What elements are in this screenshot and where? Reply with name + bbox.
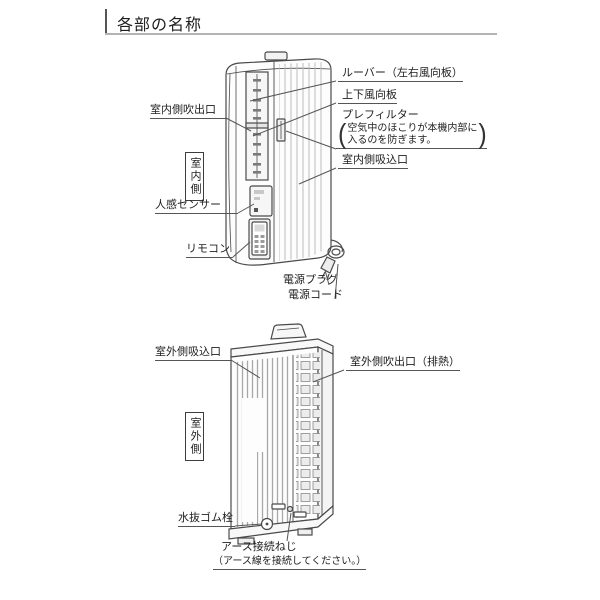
label-sensor: 人感センサー — [155, 199, 238, 214]
remote-control-illustration — [248, 218, 271, 260]
label-indoor-inlet: 室内側吸込口 — [338, 154, 408, 169]
label-updown-vane: 上下風向板 — [338, 89, 397, 104]
indoor-sensor-panel — [249, 185, 273, 217]
outdoor-outlet-vents — [296, 352, 320, 518]
outdoor-unit-illustration — [228, 323, 334, 545]
label-power-cord: 電源コード — [288, 289, 343, 301]
label-outdoor-inlet: 室外側吸込口 — [155, 346, 231, 361]
prefilter-paren-open: ( — [338, 118, 347, 150]
label-prefilter-group: プレフィルター ( 空気中のほこりが本機内部に 入るのを防ぎます。 ) — [336, 109, 487, 149]
indoor-top-handle — [264, 51, 288, 61]
outdoor-top-handle — [270, 323, 307, 340]
power-cord-illustration — [320, 239, 345, 281]
label-remote: リモコン — [186, 243, 233, 258]
page-title: 各部の名称 — [117, 17, 203, 34]
label-power-plug: 電源プラグ — [283, 274, 338, 286]
indoor-louver — [245, 71, 269, 181]
leader-lines — [225, 80, 345, 542]
title-accent-bar — [105, 9, 107, 33]
earth-screw-illustration — [286, 505, 294, 513]
outdoor-side-tag: 室外側 — [185, 412, 204, 461]
label-drain-plug: 水抜ゴム栓 — [178, 512, 235, 527]
indoor-side-tag: 室内側 — [185, 152, 204, 201]
label-earth-note: （アース線を接続してください。） — [213, 556, 367, 570]
prefilter-note-line1: 空気中のほこりが本機内部に — [347, 122, 478, 134]
indoor-unit-illustration — [225, 51, 345, 281]
label-indoor-outlet: 室内側吹出口 — [150, 104, 226, 119]
label-prefilter: プレフィルター — [342, 109, 419, 121]
label-outdoor-outlet: 室外側吹出口（排熱） — [346, 356, 460, 371]
label-earth-screw: アース接続ねじ — [221, 541, 297, 553]
prefilter-paren-close: ) — [478, 118, 487, 150]
title-rule — [105, 33, 497, 35]
label-louver: ルーバー（左右風向板） — [338, 67, 463, 82]
prefilter-note-line2: 入るのを防ぎます。 — [347, 134, 437, 146]
prefilter-note: ( 空気中のほこりが本機内部に 入るのを防ぎます。 ) — [336, 118, 487, 150]
